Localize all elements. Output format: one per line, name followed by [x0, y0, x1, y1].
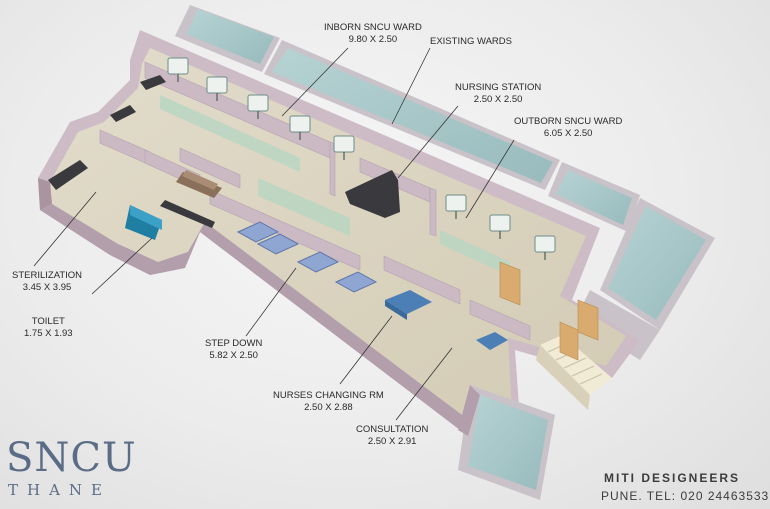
label-stepdown-dims: 5.82 X 2.50	[209, 350, 258, 361]
label-nurses-changing-room: NURSES CHANGING RM 2.50 X 2.88	[273, 390, 384, 414]
label-toilet: TOILET 1.75 X 1.93	[24, 316, 73, 340]
glass-partitions	[160, 95, 510, 276]
step-down-beds	[236, 221, 378, 293]
label-sterilization: STERILIZATION 3.45 X 3.95	[12, 270, 82, 294]
toilet-room	[125, 205, 162, 240]
label-sterilization-dims: 3.45 X 3.95	[22, 282, 72, 293]
label-sterilization-name: STERILIZATION	[12, 270, 83, 281]
label-outborn-sncu-ward: OUTBORN SNCU WARD 6.05 X 2.50	[514, 116, 622, 140]
lower-wing	[458, 385, 555, 500]
incubator-stands	[177, 74, 546, 260]
label-outborn-dims: 6.05 X 2.50	[543, 128, 593, 139]
label-existing-name: EXISTING WARDS	[430, 36, 512, 47]
label-nursing-station: NURSING STATION 2.50 X 2.50	[455, 82, 541, 106]
label-inborn-dims: 9.80 X 2.50	[348, 34, 398, 45]
existing-wards-area	[175, 5, 715, 360]
label-existing-wards: EXISTING WARDS	[430, 36, 512, 48]
label-changing-name: NURSES CHANGING RM	[273, 390, 384, 401]
label-inborn-sncu-ward: INBORN SNCU WARD 9.80 X 2.50	[324, 22, 422, 46]
label-changing-dims: 2.50 X 2.88	[304, 402, 353, 413]
label-inborn-name: INBORN SNCU WARD	[324, 22, 422, 33]
firm-contact: PUNE. TEL: 020 24463533	[601, 489, 770, 503]
label-step-down: STEP DOWN 5.82 X 2.50	[205, 338, 262, 362]
leader-lines	[33, 47, 515, 421]
label-consultation-dims: 2.50 X 2.91	[367, 436, 417, 447]
staircase	[536, 335, 612, 410]
label-nursing-dims: 2.50 X 2.50	[473, 94, 523, 105]
changing-room-table	[385, 290, 432, 320]
sofa	[176, 170, 222, 198]
label-consultation-name: CONSULTATION	[356, 424, 429, 435]
brand-subtitle: THANE	[8, 481, 111, 499]
label-consultation: CONSULTATION 2.50 X 2.91	[356, 424, 428, 448]
label-toilet-dims: 1.75 X 1.93	[24, 328, 73, 339]
wooden-doors	[499, 261, 599, 361]
brand-title: SNCU	[6, 435, 137, 481]
label-toilet-name: TOILET	[31, 316, 65, 327]
firm-name: MITI DESIGNEERS	[604, 471, 741, 485]
label-nursing-name: NURSING STATION	[455, 82, 542, 93]
consultation-table	[476, 332, 508, 350]
label-outborn-name: OUTBORN SNCU WARD	[514, 116, 623, 127]
label-stepdown-name: STEP DOWN	[205, 338, 263, 349]
counters	[48, 75, 400, 228]
